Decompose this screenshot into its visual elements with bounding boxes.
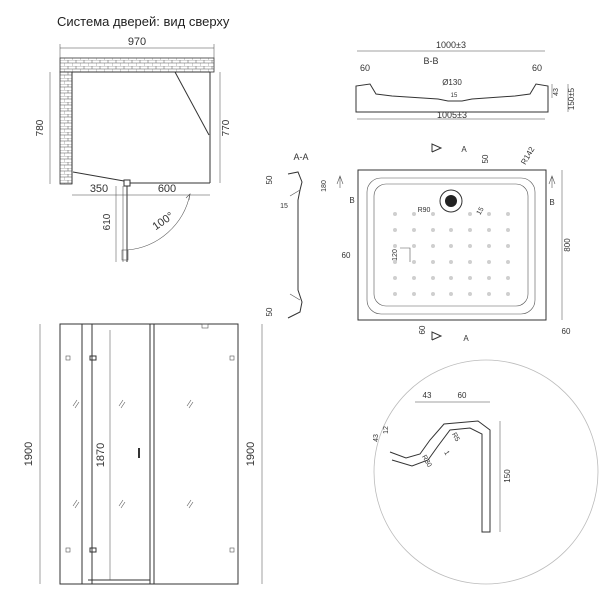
tray-outer xyxy=(357,169,547,321)
enclosure-frame xyxy=(59,323,239,585)
drain-icon xyxy=(445,195,457,207)
drain-outer xyxy=(439,189,463,213)
door-handle xyxy=(138,448,140,458)
front-view: 1900 1870 1900 xyxy=(23,323,263,585)
dim-detail-60: 60 xyxy=(458,391,467,400)
dim-detail-1: 1 xyxy=(442,450,450,457)
section-b-b: B-B 1000±3 60 60 Ø130 15 1005±3 43 150±5 xyxy=(355,40,576,120)
dim-bb-43: 43 xyxy=(553,88,560,96)
dim-150: 150±5 xyxy=(567,87,576,110)
dim-r5: R5 xyxy=(450,432,461,443)
label-b-b: B-B xyxy=(423,56,438,66)
dim-tray-60-left: 60 xyxy=(342,251,351,260)
dim-tray-60-right: 60 xyxy=(562,327,571,336)
dim-aa-15: 15 xyxy=(280,203,288,210)
detail-view: 43 60 12 43 R5 R30 1 150 xyxy=(373,359,599,585)
dim-detail-43: 43 xyxy=(423,391,432,400)
hinge-upper xyxy=(89,355,97,361)
dim-r142: R142 xyxy=(519,145,537,167)
hinge-block xyxy=(123,179,131,187)
label-a-top: A xyxy=(461,145,467,154)
hinge-lower xyxy=(89,547,97,553)
dim-detail-43v: 43 xyxy=(373,434,380,442)
dim-970: 970 xyxy=(128,36,146,48)
brick-wall-top xyxy=(59,57,215,73)
dim-aa-50-bottom: 50 xyxy=(265,307,274,316)
dim-tray-60-bottom: 60 xyxy=(418,325,427,334)
dim-detail-12: 12 xyxy=(383,426,390,434)
section-a-a: A-A 50 15 50 xyxy=(265,152,309,319)
dim-600: 600 xyxy=(158,183,176,195)
dim-tray-15: 15 xyxy=(476,206,486,216)
dim-610: 610 xyxy=(102,213,113,230)
label-b-right: B xyxy=(549,198,554,207)
dim-1900-right: 1900 xyxy=(245,442,257,466)
dim-180: 180 xyxy=(321,180,328,192)
brick-wall-left xyxy=(59,71,73,185)
tray-basin xyxy=(373,183,529,307)
dim-780: 780 xyxy=(35,119,46,136)
label-b-left: B xyxy=(349,196,354,205)
dim-bb-60-left: 60 xyxy=(360,63,370,73)
dim-1000: 1000±3 xyxy=(436,40,466,50)
glass-hatch xyxy=(72,399,194,509)
dim-aa-50-top: 50 xyxy=(265,175,274,184)
dim-120: 120 xyxy=(392,249,399,261)
dim-1005: 1005±3 xyxy=(437,110,467,120)
dim-detail-150: 150 xyxy=(503,469,512,483)
dim-800: 800 xyxy=(563,238,572,252)
dim-1900-left: 1900 xyxy=(23,442,35,466)
dim-bb-15: 15 xyxy=(451,93,458,99)
tray-rim xyxy=(366,177,536,315)
dim-1870: 1870 xyxy=(95,443,107,467)
dim-350: 350 xyxy=(90,183,108,195)
dim-770: 770 xyxy=(221,119,232,136)
label-a-bottom: A xyxy=(463,334,469,343)
dim-angle-100: 100° xyxy=(151,210,177,233)
dim-r90: R90 xyxy=(418,207,431,214)
dim-tray-50: 50 xyxy=(481,154,490,163)
anti-slip-dots xyxy=(393,212,510,296)
top-view: 970 780 770 350 600 610 100° xyxy=(35,36,232,262)
page-title: Система дверей: вид сверху xyxy=(57,14,230,29)
dim-bb-60-right: 60 xyxy=(532,63,542,73)
detail-circle xyxy=(373,359,599,585)
tray-plan: A 50 R142 B B 180 R90 15 120 60 800 60 A xyxy=(321,143,572,343)
label-a-a: A-A xyxy=(293,152,308,162)
dim-130: Ø130 xyxy=(442,78,462,87)
